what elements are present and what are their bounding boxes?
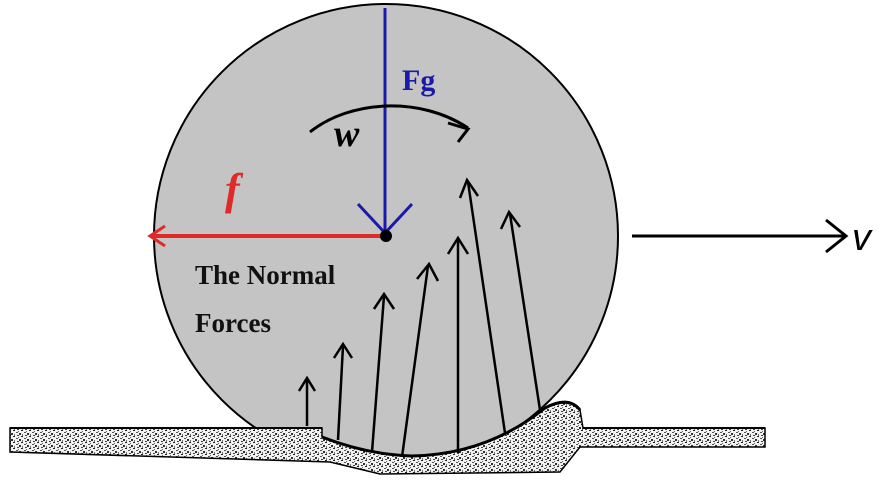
- normal-force-arrow: [297, 375, 317, 426]
- velocity-label: v: [852, 217, 873, 259]
- normal-force-arrow: [458, 177, 507, 434]
- normal-force-arrow: [400, 261, 440, 458]
- normal-force-arrow: [370, 291, 396, 453]
- friction-label: f: [225, 165, 244, 214]
- wheel-center-dot: [380, 230, 392, 242]
- angular-velocity-label: w: [334, 113, 360, 155]
- normal-force-arrow: [332, 341, 354, 441]
- normal-forces-label-line1: The Normal: [195, 260, 336, 290]
- gravity-label: Fg: [402, 64, 435, 97]
- ground: [9, 400, 766, 475]
- angular-velocity-arrow: [309, 104, 471, 143]
- normal-force-arrow: [446, 235, 470, 453]
- normal-force-arrows: [297, 177, 542, 458]
- normal-forces-label-line2: Forces: [195, 308, 271, 338]
- normal-force-arrow: [499, 209, 542, 411]
- velocity-arrow: [632, 218, 849, 254]
- friction-arrow: [147, 224, 386, 248]
